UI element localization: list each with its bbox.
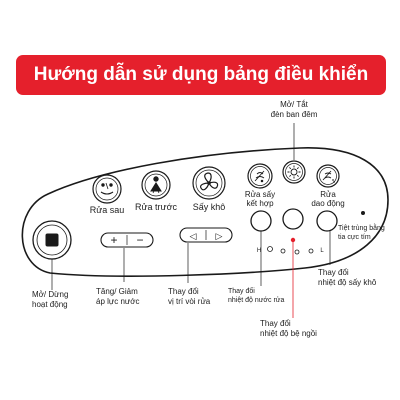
level-indicator-1: [267, 246, 273, 252]
seat-temp-leader-dot: [290, 237, 296, 243]
rear-wash-label: Rửa sau: [89, 205, 125, 215]
scale-low-label: L: [320, 248, 324, 254]
callout-nozzle: Thay đổi vị trí vòi rửa: [168, 287, 211, 306]
rear-wash-icon: [100, 182, 114, 195]
callout-dryer-temp: Thay đổi nhiệt độ sấy khô: [318, 268, 377, 287]
nozzle-left-icon[interactable]: ◁: [190, 231, 197, 241]
title-banner: [16, 55, 386, 95]
callout-pressure: Tăng/ Giảm áp lực nước: [96, 287, 140, 306]
combined-wash-label: Rửa sấy kết hợp: [244, 190, 276, 208]
dry-label: Sấy khô: [192, 202, 226, 212]
oscillate-icon: [322, 170, 335, 183]
sun-icon: [287, 165, 301, 179]
dryer-temp-button[interactable]: [316, 210, 338, 232]
callout-seat-temp: Thay đổi nhiệt độ bệ ngồi: [260, 319, 317, 338]
night-light-button[interactable]: [282, 160, 306, 184]
pressure-plus-icon[interactable]: +: [110, 233, 117, 247]
level-indicator-2: [280, 248, 286, 254]
stop-square-icon: [45, 233, 59, 247]
panel-outline: [21, 147, 389, 277]
uv-indicator-dot: [361, 211, 365, 215]
callout-lines: [51, 123, 331, 290]
oscillating-wash-label: Rửa dao động: [311, 190, 345, 208]
water-temp-button[interactable]: [250, 210, 272, 232]
callout-water-temp: Thay đổi nhiệt độ nước rửa: [228, 288, 285, 304]
pressure-minus-icon[interactable]: −: [136, 233, 143, 247]
callout-night-light: Mở/ Tắt đèn ban đêm: [270, 100, 318, 119]
nozzle-right-icon[interactable]: ▷: [216, 231, 223, 241]
oscillating-wash-button[interactable]: [316, 164, 340, 188]
seat-temp-button[interactable]: [282, 208, 304, 230]
page-title: Hướng dẫn sử dụng bảng điều khiển: [33, 64, 369, 85]
fan-icon: [199, 172, 219, 191]
front-wash-icon: [150, 176, 162, 194]
level-indicator-4: [308, 248, 314, 254]
combined-wash-icon: [254, 170, 265, 183]
rear-wash-button[interactable]: [92, 174, 122, 204]
level-indicator-3: [294, 249, 300, 255]
front-wash-label: Rửa trước: [135, 202, 177, 212]
callout-stop: Mở/ Dừng hoạt động: [32, 290, 69, 309]
scale-high-label: H: [257, 248, 261, 254]
callout-uv-sterilize: Tiệt trùng bằng tia cực tím: [338, 225, 385, 241]
